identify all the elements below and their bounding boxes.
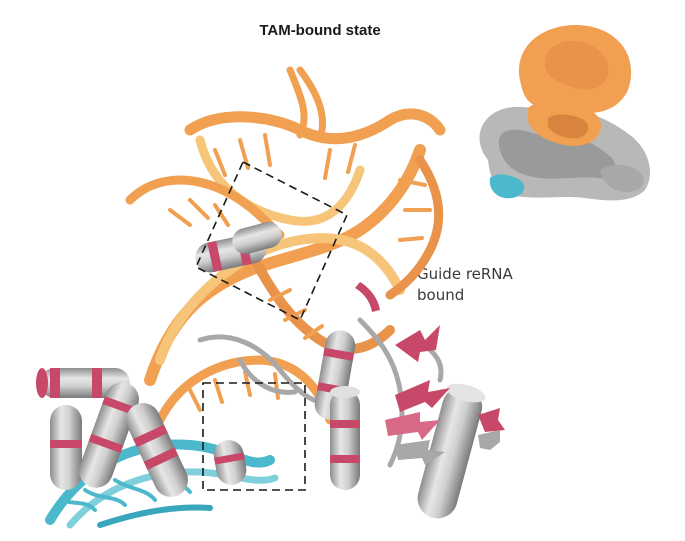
- protein-helix-8: [126, 403, 188, 497]
- ribbon-structure-icon: [36, 66, 505, 529]
- beta-strand-icon: [355, 282, 505, 465]
- protein-helix-2: [232, 221, 282, 255]
- protein-helix-9: [417, 383, 486, 519]
- annotation-line-1: Guide reRNA: [417, 265, 513, 283]
- guide-rna-icon: [125, 66, 446, 425]
- protein-helix-5: [36, 368, 130, 398]
- guide-rerna-annotation: Guide reRNA bound: [417, 264, 513, 306]
- dna-strand-icon: [45, 439, 279, 529]
- annotation-line-2: bound: [417, 286, 465, 304]
- protein-helix-6: [50, 405, 82, 490]
- protein-helix-10: [213, 440, 247, 485]
- protein-helix-4: [330, 386, 360, 490]
- dashed-zoom-box-lower: [202, 382, 306, 491]
- protein-helix-7: [79, 382, 139, 488]
- density-map-inset-icon: [479, 25, 650, 201]
- figure-title: TAM-bound state: [259, 22, 381, 39]
